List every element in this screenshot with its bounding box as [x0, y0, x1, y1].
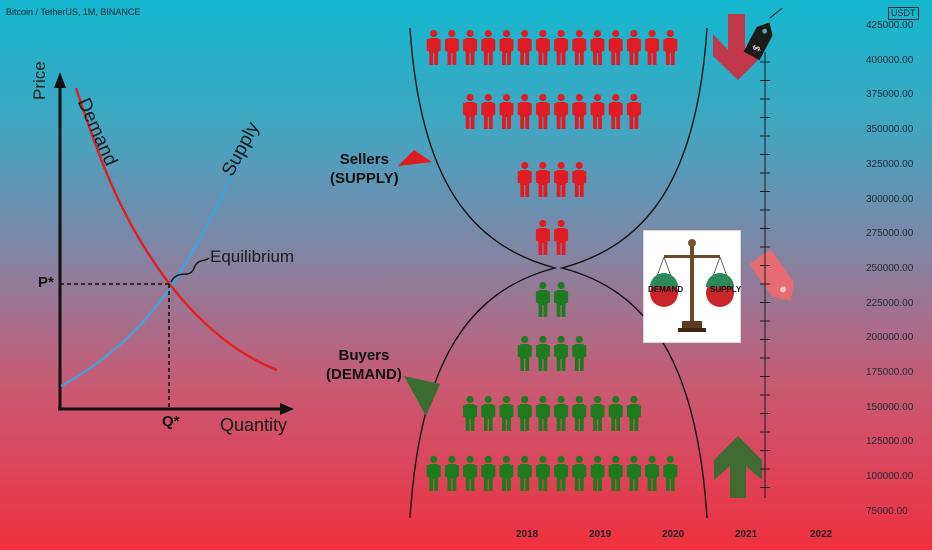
year-label: 2022 [810, 529, 833, 540]
quantity-equilibrium-marker: Q* [162, 413, 180, 430]
buyers-label-title: Buyers [338, 347, 390, 364]
price-equilibrium-marker: P* [38, 274, 54, 291]
sellers-label: Sellers (SUPPLY) [330, 150, 399, 188]
price-tick-label: 225000.00 [866, 297, 914, 309]
buyers-label-subtitle: (DEMAND) [326, 366, 402, 383]
scale-demand-label: DEMAND [648, 285, 684, 294]
buyers-label: Buyers (DEMAND) [326, 346, 402, 384]
price-axis-arrowhead [54, 72, 66, 88]
year-label: 2019 [589, 529, 612, 540]
svg-text:$: $ [751, 43, 764, 54]
price-tick-label: 425000.00 [866, 20, 914, 31]
price-tag-icon: $ [743, 22, 773, 61]
sellers-label-title: Sellers [339, 151, 389, 168]
price-tag-string [769, 7, 783, 19]
scale-supply-label: SUPPLY [710, 285, 742, 294]
price-up-arrow-icon [714, 436, 762, 498]
price-tick-label: 125000.00 [866, 436, 914, 448]
equilibrium-label: Equilibrium [210, 247, 295, 266]
price-tick-label: 150000.00 [866, 401, 914, 413]
price-scale-ticks [760, 61, 770, 488]
sellers-label-subtitle: (SUPPLY) [330, 170, 399, 187]
graph-axes [54, 72, 294, 415]
price-tick-label: 325000.00 [866, 158, 914, 170]
supply-curve [60, 149, 246, 387]
price-tick-label: 250000.00 [866, 262, 914, 274]
year-label: 2020 [662, 529, 685, 540]
balance-scale-card: DEMAND SUPPLY [643, 230, 741, 343]
faded-price-tag-icon [749, 249, 794, 301]
year-label: 2018 [516, 529, 539, 540]
price-tick-label: 100000.00 [866, 471, 914, 483]
hourglass-right-outline [559, 27, 708, 519]
quantity-axis-title: Quantity [220, 415, 288, 435]
price-axis: 425000.00 400000.00 375000.00 350000.00 3250… [860, 0, 932, 550]
price-tick-label: 400000.00 [866, 54, 914, 66]
balance-scale-icon [650, 239, 734, 332]
currency-badge: USDT [888, 7, 919, 20]
price-tick-label: 175000.00 [866, 367, 914, 378]
buyers-pointer-arrow [404, 376, 440, 416]
price-tick-label: 300000.00 [866, 193, 914, 205]
price-tick-label: 75000.00 [866, 505, 908, 517]
price-tick-label: 350000.00 [866, 124, 914, 136]
year-label: 2021 [735, 529, 758, 540]
price-down-arrow-icon [713, 14, 762, 80]
demand-curve [74, 87, 278, 372]
equilibrium-pointer [170, 257, 210, 283]
price-tick-label: 375000.00 [866, 89, 914, 101]
sellers-pointer-arrow [398, 150, 432, 166]
price-tick-label: 275000.00 [866, 228, 914, 240]
price-tick-label: 200000.00 [866, 332, 914, 344]
chart-title: Bitcoin / TetherUS, 1M, BINANCE [6, 7, 141, 17]
quantity-axis-arrowhead [280, 403, 294, 415]
